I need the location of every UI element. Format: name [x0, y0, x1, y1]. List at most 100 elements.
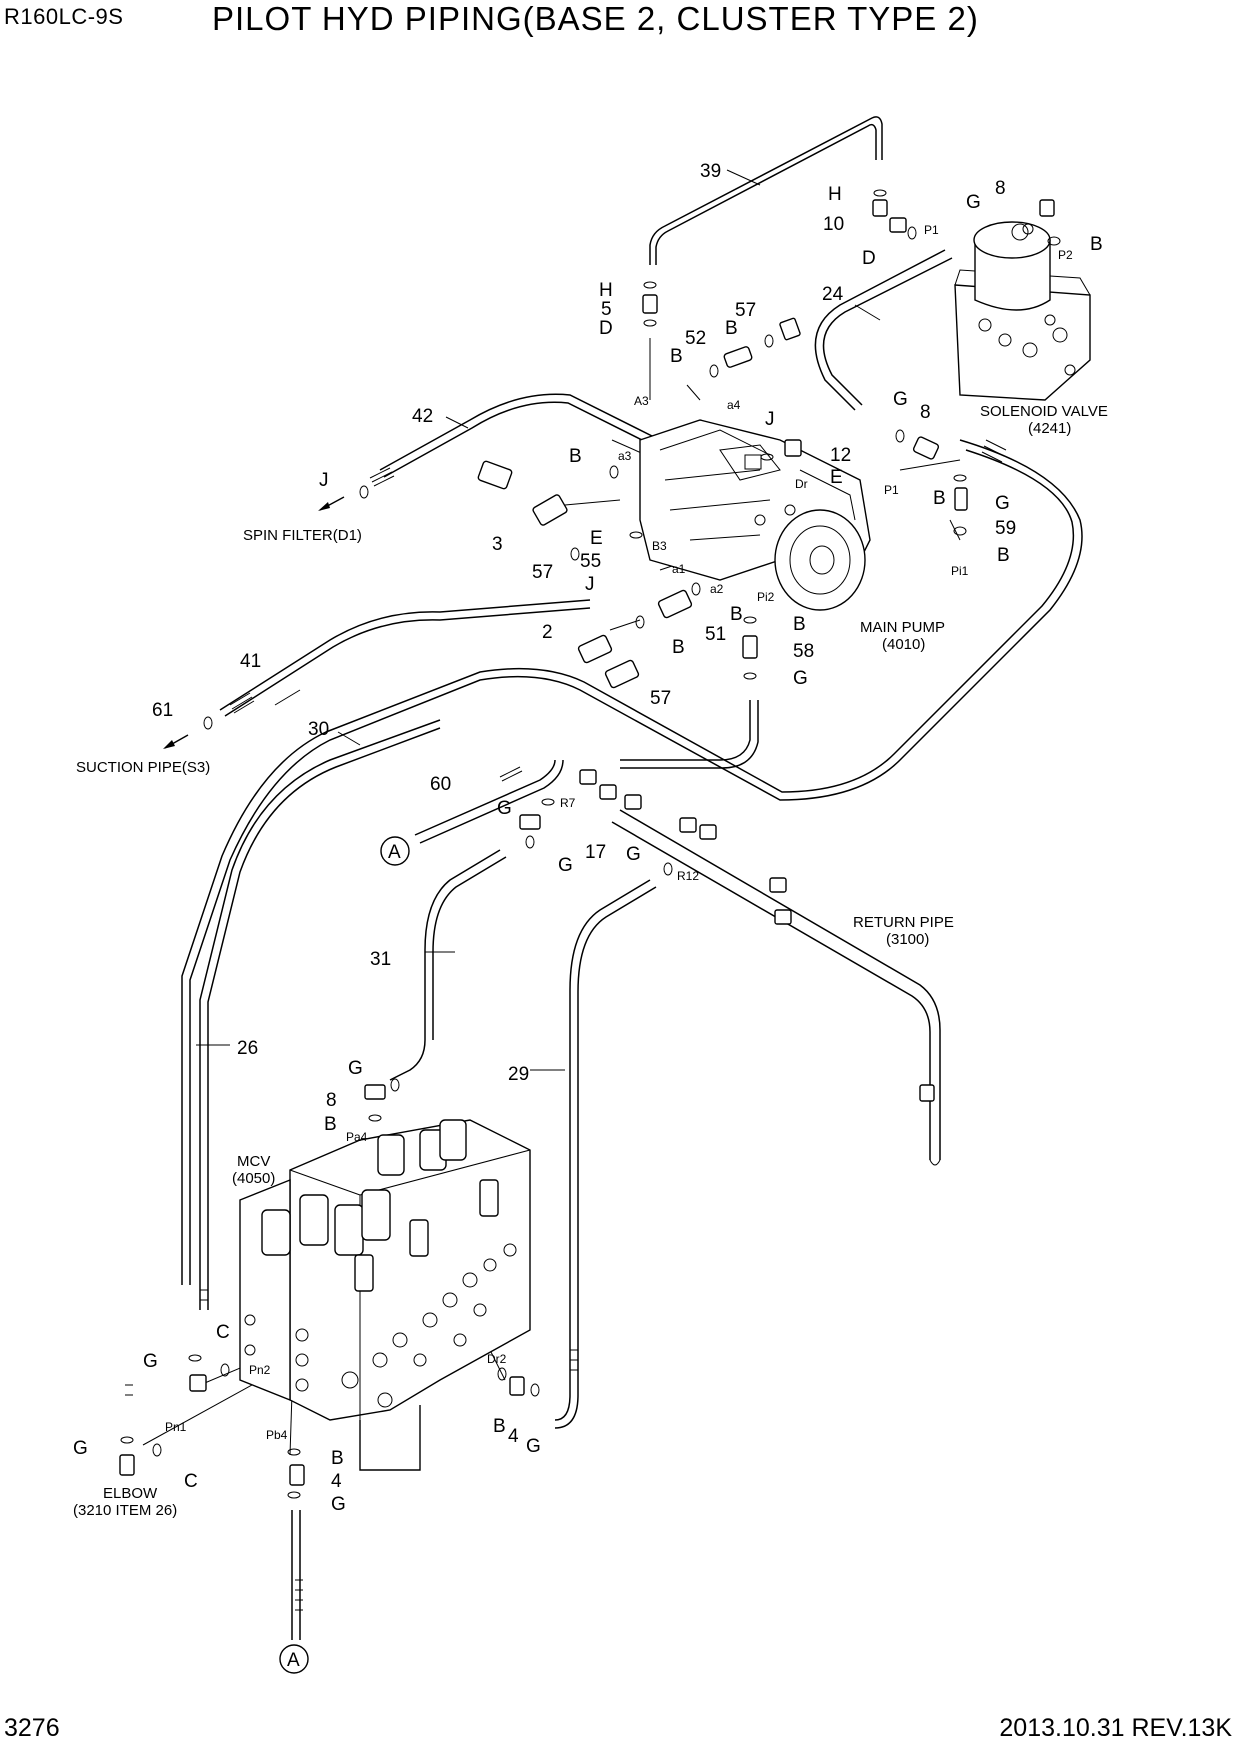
callout-b-10: B	[324, 1114, 337, 1135]
hose-41	[219, 599, 591, 711]
callout-4-2: 4	[508, 1426, 519, 1447]
callout-10: 10	[823, 214, 844, 235]
callout-j-2: J	[765, 409, 775, 430]
mcv-spools	[261, 1119, 499, 1292]
hose-bottom-a	[291, 1510, 301, 1640]
callout-d-2: D	[599, 318, 613, 339]
callout-g-6: G	[558, 855, 573, 876]
hose-31	[424, 849, 501, 1040]
callout-g-5: G	[497, 798, 512, 819]
port-p2: P2	[1058, 248, 1073, 262]
callout-3: 3	[492, 534, 503, 555]
callout-17: 17	[585, 842, 606, 863]
fittings	[119, 199, 1055, 1486]
callout-g-4: G	[793, 668, 808, 689]
callout-d-1: D	[862, 248, 876, 269]
callout-c-2: C	[184, 1471, 198, 1492]
hose-58-inner	[620, 700, 759, 769]
main-pump-label: MAIN PUMP	[860, 619, 945, 636]
return-pipe-code: (3100)	[886, 931, 929, 948]
callout-g-1: G	[966, 192, 981, 213]
callout-b-7: B	[730, 604, 743, 625]
elbow-code: (3210 ITEM 26)	[73, 1502, 177, 1519]
return-pipe	[619, 809, 941, 1160]
hose-60	[414, 759, 556, 836]
callout-g-2: G	[893, 389, 908, 410]
hose-26	[199, 719, 441, 1310]
hose-30	[189, 439, 1083, 1285]
hose-39	[649, 116, 883, 265]
revision-date: 2013.10.31 REV.13K	[999, 1714, 1232, 1742]
solenoid-valve-assembly	[954, 221, 1091, 401]
spin-filter-label: SPIN FILTER(D1)	[243, 527, 362, 544]
port-pn1: Pn1	[165, 1420, 187, 1434]
hose-60-inner	[419, 759, 564, 844]
callout-61: 61	[152, 700, 173, 721]
main-pump-code: (4010)	[882, 636, 925, 653]
connector-a-bottom: A	[279, 1644, 309, 1674]
hose-24-inner	[822, 257, 953, 406]
callout-b-9: B	[672, 637, 685, 658]
callout-29: 29	[508, 1064, 529, 1085]
callout-24: 24	[822, 284, 844, 305]
callout-g-7: G	[626, 844, 641, 865]
callout-41: 41	[240, 651, 261, 672]
callout-b-11: B	[331, 1448, 344, 1469]
component-labels: SOLENOID VALVE (4241) MAIN PUMP (4010) S…	[73, 403, 1108, 1519]
hose-26-inner	[207, 727, 441, 1310]
callout-51: 51	[705, 624, 726, 645]
port-a2: a2	[710, 582, 724, 596]
port-p1-solenoid: P1	[924, 223, 939, 237]
callout-8-3: 8	[326, 1090, 337, 1111]
callout-60: 60	[430, 774, 451, 795]
callout-labels: 39 H 10 D 8 G B 24 H 5 D 57 B 52 B 42 J …	[73, 161, 1103, 1515]
elbow-label: ELBOW	[103, 1485, 158, 1502]
callout-b-12: B	[493, 1416, 506, 1437]
port-labels: P1 P2 A3 a4 a3 Dr P1 B3 a1 a2 Pi2 Pi1 R7…	[165, 223, 1073, 1442]
port-pi1: Pi1	[951, 564, 969, 578]
model-number: R160LC-9S	[4, 4, 124, 29]
port-pn2: Pn2	[249, 1363, 271, 1377]
callout-58: 58	[793, 641, 814, 662]
header: R160LC-9S PILOT HYD PIPING(BASE 2, CLUST…	[0, 0, 1240, 50]
hose-41-inner	[224, 607, 591, 717]
callout-8-2: 8	[920, 402, 931, 423]
return-pipe-fittings	[579, 769, 935, 1102]
port-dr2: Dr2	[487, 1352, 507, 1366]
callout-57-1: 57	[735, 300, 756, 321]
callout-31: 31	[370, 949, 391, 970]
callout-h-2: H	[599, 280, 613, 301]
port-r7: R7	[560, 796, 576, 810]
callout-b-5: B	[933, 488, 946, 509]
hose-31-lower	[389, 1039, 426, 1081]
return-pipe-inner	[611, 821, 931, 1160]
callout-j-1: J	[319, 470, 329, 491]
port-a3: A3	[634, 394, 649, 408]
callout-e-2: E	[590, 528, 603, 549]
port-p1-pump: P1	[884, 483, 899, 497]
callout-4-1: 4	[331, 1471, 342, 1492]
hose-29-inner	[577, 886, 657, 1395]
hose-crimps	[125, 439, 1007, 1611]
callout-b-8: B	[793, 614, 806, 635]
callout-b-4: B	[569, 446, 582, 467]
solenoid-valve-code: (4241)	[1028, 420, 1071, 437]
callout-59: 59	[995, 518, 1016, 539]
callout-8-1: 8	[995, 178, 1006, 199]
port-dr: Dr	[795, 477, 808, 491]
callout-26: 26	[237, 1038, 258, 1059]
hose-29-lower	[554, 1394, 579, 1429]
page-number: 3276	[4, 1714, 60, 1742]
suction-pipe-label: SUCTION PIPE(S3)	[76, 759, 210, 776]
o-rings	[120, 189, 1061, 1499]
hose-24	[814, 249, 946, 411]
callout-g-10: G	[73, 1438, 88, 1459]
port-a1: a1	[672, 562, 686, 576]
callout-h-1: H	[828, 184, 842, 205]
arrows	[163, 496, 345, 749]
port-a4: a4	[727, 398, 741, 412]
callout-57-3: 57	[650, 688, 671, 709]
callout-39: 39	[700, 161, 721, 182]
callout-e-1: E	[830, 467, 843, 488]
